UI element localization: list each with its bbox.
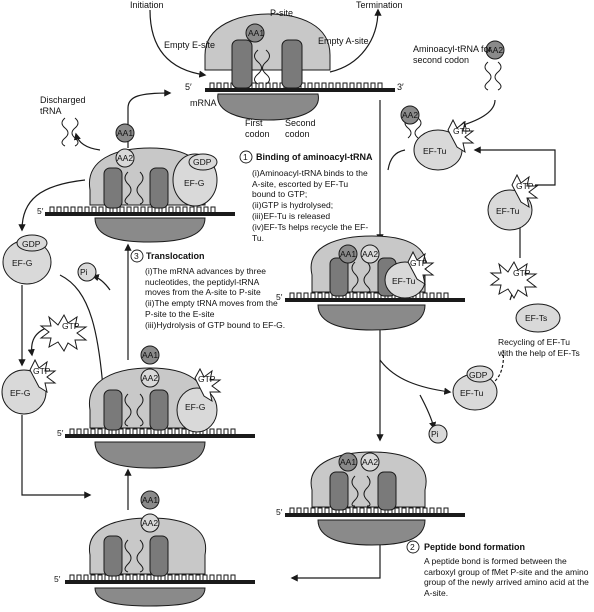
gtp-label-left: GTP (62, 321, 80, 331)
step3-item-1: (i)The mRNA advances by three nucleotide… (145, 266, 266, 297)
initiation-label: Initiation (130, 0, 164, 10)
five-prime-step3: 5′ (57, 428, 64, 438)
five-prime-topleft: 5′ (37, 206, 44, 216)
recycling-label: Recycling of EF-Tu with the help of EF-T… (498, 337, 580, 358)
five-prime-top: 5′ (185, 82, 192, 92)
arrow-pi-binding (419, 394, 437, 430)
gtp-label-efg: GTP (33, 366, 51, 376)
efg-label-topleft: EF-G (184, 178, 205, 188)
gtp-label-step1: GTP (410, 258, 428, 268)
step1-item-4: (iv)EF-Ts helps recycle the EF-Tu. (252, 222, 369, 243)
arrow-efg-to-ribosome (21, 415, 92, 499)
step2-title: Peptide bond formation (424, 542, 525, 552)
arrow-pi-release (91, 274, 111, 291)
gtp-label-step3: GTP (198, 374, 216, 384)
aa2-label-bottom: AA2 (142, 518, 159, 528)
gtp-label-right: GTP (516, 181, 534, 191)
aminoacyl-trna-label: Aminoacyl-tRNA for second codon (413, 44, 492, 65)
aa1-label-step2: AA1 (340, 457, 357, 467)
step1-item-2: (ii)GTP is hydrolysed; (252, 200, 334, 210)
mrna-label: mRNA (190, 98, 217, 108)
step1-badge (239, 150, 253, 164)
efts-label: EF-Ts (525, 313, 548, 323)
five-prime-step2: 5′ (276, 507, 283, 517)
gtp-label-free: GTP (513, 268, 531, 278)
eftu-label-right: EF-Tu (496, 206, 520, 216)
gdp-label-left: GDP (22, 239, 41, 249)
aa1-label-step1: AA1 (340, 249, 357, 259)
step3-badge (130, 249, 144, 263)
five-prime-bottom: 5′ (54, 574, 61, 584)
pi-label-binding: Pi (431, 429, 439, 439)
aa2-label-step1: AA2 (362, 249, 379, 259)
arrow-efg-release (18, 179, 86, 232)
step3-item-2: (ii)The empty tRNA moves from the P-site… (145, 298, 278, 319)
five-prime-step1: 5′ (276, 292, 283, 302)
arrow-eftu-release (379, 359, 452, 395)
ribosome-translocation (89, 345, 222, 469)
arrow-recycle-top (473, 146, 556, 186)
pi-circle-binding (428, 424, 448, 444)
empty-a-site-label: Empty A-site (318, 36, 369, 46)
aa1-label-step3: AA1 (142, 350, 159, 360)
three-prime-top: 3′ (397, 82, 404, 92)
efg-label-step3: EF-G (185, 402, 206, 412)
efg-label-gtp: EF-G (10, 388, 31, 398)
termination-label: Termination (356, 0, 403, 10)
p-site-label: P-site (270, 8, 294, 18)
aminoacyl-trna-shape (484, 61, 502, 91)
step3-title: Translocation (146, 251, 205, 261)
eftu-label-gdp: EF-Tu (460, 388, 484, 398)
step2-badge (406, 540, 420, 554)
discharged-trna-shape (61, 117, 79, 147)
arrow-to-bottom (290, 535, 381, 582)
ribosome-bottom (89, 490, 207, 607)
efts-shape (515, 303, 561, 333)
arrow-discharge (73, 132, 101, 151)
ribosome-binding (310, 235, 435, 331)
aa1-label-topleft: AA1 (117, 128, 134, 138)
gtp-star-left (39, 313, 88, 352)
efg-gtp-shape (1, 369, 47, 415)
discharged-trna-label: Discharged tRNA (40, 95, 86, 116)
step1-item-1: (i)Aminoacyl-tRNA binds to the A-site, e… (252, 168, 368, 199)
gtp-star-free (489, 260, 538, 299)
eftu-label-ternary: EF-Tu (423, 146, 447, 156)
gdp-label-topleft: GDP (193, 157, 212, 167)
pi-circle-translocation (77, 262, 97, 282)
step1-number: 1 (243, 152, 248, 162)
termination-arrow (329, 8, 382, 73)
aa1-label-top: AA1 (248, 28, 265, 38)
initiation-arrow (149, 9, 207, 78)
empty-e-site-label: Empty E-site (164, 40, 216, 50)
ribosome-peptide-bond (310, 451, 427, 546)
arrow-eftu-curve (387, 149, 406, 171)
aa2-label-topleft: AA2 (117, 153, 134, 163)
step3-item-3: (iii)Hydrolysis of GTP bound to EF-G. (145, 320, 286, 330)
step3-number: 3 (134, 251, 139, 261)
step2-text: A peptide bond is formed between the car… (424, 556, 589, 598)
first-codon-label: First codon (245, 118, 270, 139)
pi-label-translocation: Pi (80, 267, 88, 277)
aa2-label-ternary: AA2 (402, 110, 419, 120)
step1-title: Binding of aminoacyl-tRNA (256, 152, 373, 162)
aa2-label-step3: AA2 (142, 373, 159, 383)
ribosome-initiation (204, 13, 331, 121)
step1-item-3: (iii)EF-Tu is released (252, 211, 331, 221)
arrow-to-top (127, 89, 172, 148)
ribosome-after-translocation (89, 123, 218, 243)
gdp-label-eftu: GDP (469, 370, 488, 380)
aa2-label-step2: AA2 (362, 457, 379, 467)
aa2-label-aatrna: AA2 (487, 45, 504, 55)
second-codon-label: Second codon (285, 118, 316, 139)
gtp-label-ternary: GTP (453, 126, 471, 136)
eftu-label-step1: EF-Tu (392, 276, 416, 286)
efg-label-left: EF-G (12, 258, 33, 268)
step2-number: 2 (410, 542, 415, 552)
aa1-label-bottom: AA1 (142, 495, 159, 505)
